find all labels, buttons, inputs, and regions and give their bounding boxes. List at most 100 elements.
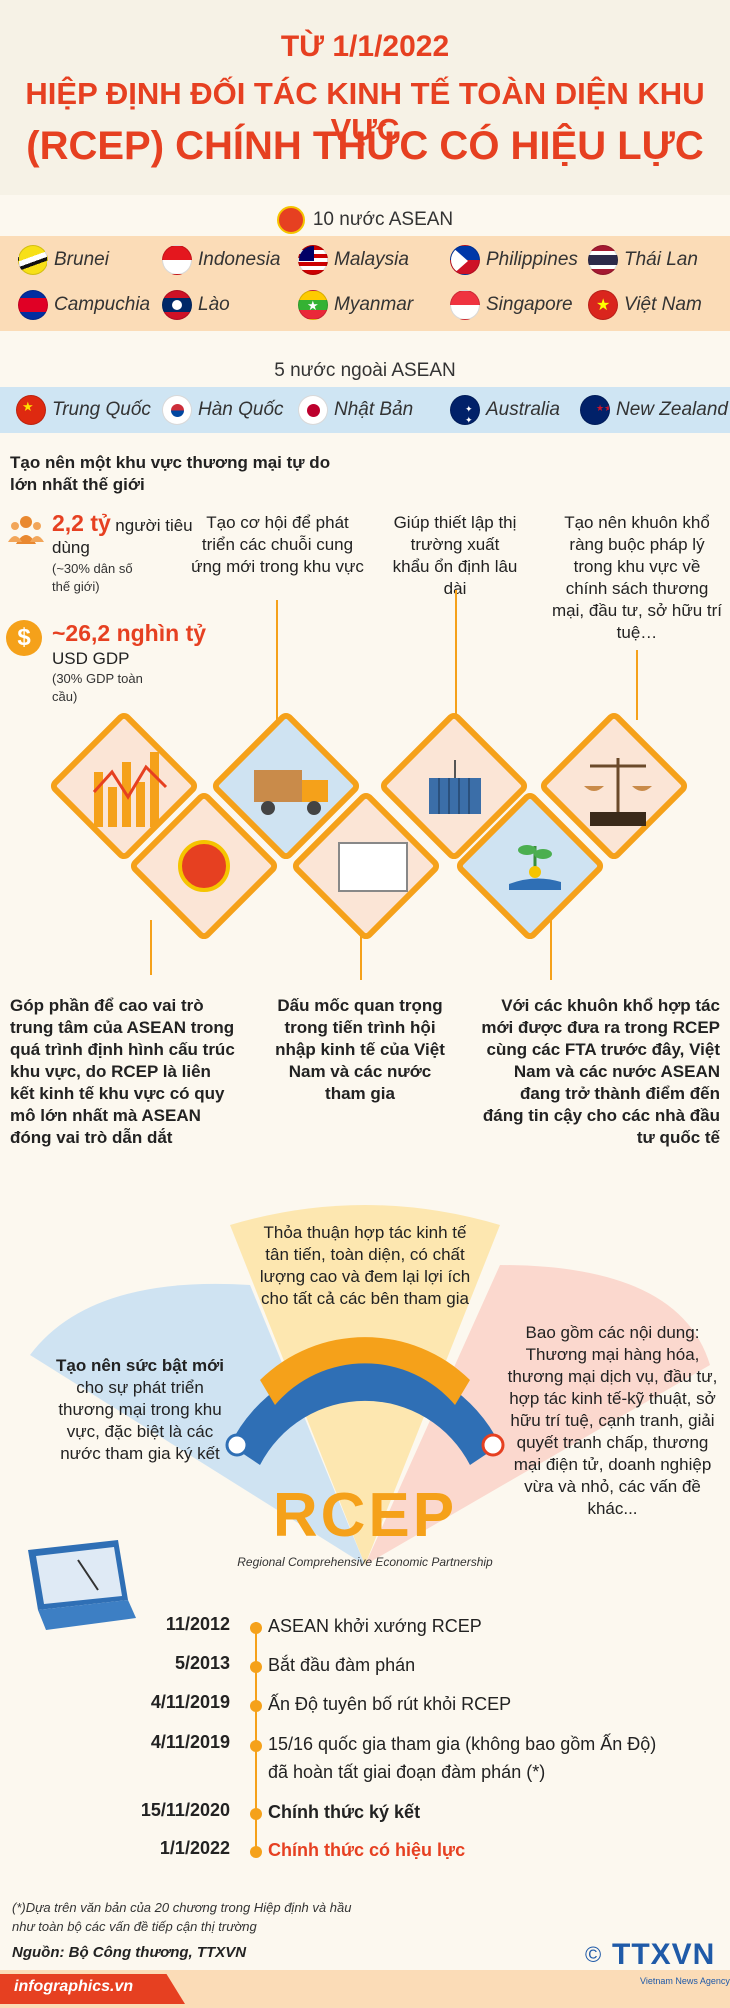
connector-line: [150, 920, 152, 975]
timeline-date: 11/2012: [165, 1614, 230, 1634]
source: Nguồn: Bộ Công thương, TTXVN: [12, 1944, 247, 1961]
fan-left-bold: Tạo nên sức bật mới: [56, 1356, 224, 1375]
bar-chart-icon: [90, 742, 170, 832]
asean-band: Brunei Indonesia Malaysia Philippines Th…: [0, 236, 730, 331]
country-thailand: Thái Lan: [588, 242, 698, 278]
country-cambodia: Campuchia: [18, 287, 150, 323]
country-philippines: Philippines: [450, 242, 578, 278]
timeline-date: 5/2013: [174, 1653, 230, 1673]
timeline-dot: [250, 1700, 262, 1712]
footnote: (*)Dựa trên văn bản của 20 chương trong …: [12, 1900, 352, 1934]
brunei-flag-icon: [18, 245, 48, 275]
fan-right-text: Thương mại hàng hóa, thương mại dịch vụ,…: [507, 1345, 718, 1518]
rcep-fan-graphic: [0, 1205, 730, 1575]
timeline-date: 4/11/2019: [150, 1692, 230, 1712]
dollar-coin-icon: $: [6, 620, 42, 656]
people-unit: người tiêu dùng: [52, 516, 193, 557]
laos-flag-icon: [162, 290, 192, 320]
australia-flag-icon: ✦ ✦: [450, 395, 480, 425]
footer-brand-sub: Vietnam News Agency: [640, 1976, 730, 1986]
asean-heading: 10 nước ASEAN: [0, 206, 730, 234]
benefit-supply-chain: Tạo cơ hội để phát triển các chuỗi cung …: [191, 513, 364, 576]
container-icon: [425, 760, 485, 820]
country-malaysia: Malaysia: [298, 242, 409, 278]
footer-site-tag: [0, 1974, 185, 2004]
title-line3: (RCEP) CHÍNH THỨC CÓ HIỆU LỰC: [26, 124, 704, 168]
benefit-asean-centrality: Góp phần để cao vai trò trung tâm của AS…: [10, 996, 235, 1147]
timeline-date: 4/11/2019: [150, 1732, 230, 1752]
timeline-text: Ấn Độ tuyên bố rút khỏi RCEP: [268, 1694, 512, 1714]
benefit-legal-framework: Tạo nên khuôn khổ ràng buộc pháp lý tron…: [552, 513, 722, 642]
timeline-dot: [250, 1622, 262, 1634]
country-japan: Nhật Bản: [298, 392, 413, 428]
philippines-flag-icon: [450, 245, 480, 275]
footer-site: infographics.vn: [14, 1978, 134, 1995]
timeline-dot: [250, 1661, 262, 1673]
gdp-note: (30% GDP toàn cầu): [52, 671, 143, 704]
country-korea: Hàn Quốc: [162, 392, 284, 428]
country-indonesia: Indonesia: [162, 242, 280, 278]
asean-emblem-icon: [276, 206, 305, 234]
timeline-dot: [250, 1846, 262, 1858]
country-china: ★ Trung Quốc: [16, 392, 151, 428]
country-singapore: Singapore: [450, 287, 573, 323]
timeline-text: Chính thức ký kết: [268, 1802, 421, 1822]
myanmar-flag-icon: ★: [298, 290, 328, 320]
benefit-vietnam-milestone: Dấu mốc quan trọng trong tiến trình hội …: [275, 996, 445, 1103]
country-laos: Lào: [162, 287, 230, 323]
timeline-text-continued: đã hoàn tất giai đoạn đàm phán (*): [268, 1762, 546, 1782]
connector-line: [276, 600, 278, 720]
japan-flag-icon: [298, 395, 328, 425]
timeline-dot: [250, 1808, 262, 1820]
timeline-dot: [250, 1740, 262, 1752]
asean-logo-icon: [178, 840, 230, 892]
non-asean-heading: 5 nước ngoài ASEAN: [274, 360, 456, 381]
indonesia-flag-icon: [162, 245, 192, 275]
people-note: (~30% dân số thế giới): [52, 561, 133, 594]
justice-scale-icon: [580, 752, 656, 832]
people-icon: [8, 512, 44, 548]
laptop-icon: [18, 1540, 138, 1635]
documents-icon: [338, 842, 408, 892]
timeline-line: [255, 1622, 257, 1854]
fan-right-head: Bao gồm các nội dung:: [525, 1323, 700, 1342]
fan-center-text: Thỏa thuận hợp tác kinh tế tân tiến, toà…: [259, 1223, 471, 1308]
korea-flag-icon: [162, 395, 192, 425]
cambodia-flag-icon: [18, 290, 48, 320]
timeline-text-final: Chính thức có hiệu lực: [268, 1840, 466, 1860]
china-flag-icon: ★: [16, 395, 46, 425]
plant-hand-icon: [505, 838, 565, 893]
rcep-fullname: Regional Comprehensive Economic Partners…: [237, 1555, 493, 1569]
rcep-logo: RCEP: [272, 1481, 458, 1550]
connector-line: [455, 590, 457, 715]
benefit-export-market: Giúp thiết lập thị trường xuất khẩu ổn đ…: [392, 513, 518, 598]
stats-intro: Tạo nên một khu vực thương mại tự do lớn…: [10, 453, 331, 494]
title-line2: HIỆP ĐỊNH ĐỐI TÁC KINH TẾ TOÀN DIỆN KHU …: [25, 76, 705, 147]
connector-line: [636, 650, 638, 720]
timeline-date: 1/1/2022: [159, 1838, 230, 1858]
malaysia-flag-icon: [298, 245, 328, 275]
country-myanmar: ★ Myanmar: [298, 287, 413, 323]
connector-line: [360, 930, 362, 980]
benefit-investment-destination: Với các khuôn khổ hợp tác mới được đưa r…: [481, 996, 720, 1147]
footer-brand: TTXVN: [612, 1938, 716, 1971]
singapore-flag-icon: [450, 290, 480, 320]
timeline-text: Bắt đầu đàm phán: [268, 1655, 416, 1675]
connector-line: [550, 910, 552, 980]
gdp-value: ~26,2 nghìn tỷ: [52, 620, 207, 646]
timeline-date: 15/11/2020: [140, 1800, 230, 1820]
copyright-icon: ©: [585, 1942, 602, 1967]
header: [0, 0, 730, 195]
gdp-unit: USD GDP: [52, 649, 130, 668]
country-australia: ✦ ✦ Australia: [450, 392, 560, 428]
timeline-text: 15/16 quốc gia tham gia (không bao gồm Ấ…: [268, 1734, 657, 1754]
thailand-flag-icon: [588, 245, 618, 275]
truck-icon: [248, 760, 338, 820]
fan-left-text: cho sự phát triển thương mại trong khu v…: [58, 1378, 222, 1463]
country-brunei: Brunei: [18, 242, 109, 278]
timeline-text: ASEAN khởi xướng RCEP: [268, 1616, 482, 1636]
people-value: 2,2 tỷ: [52, 510, 111, 536]
vietnam-flag-icon: ★: [588, 290, 618, 320]
country-vietnam: ★ Việt Nam: [588, 287, 702, 323]
non-asean-band: ★ Trung Quốc Hàn Quốc Nhật Bản ✦ ✦ Austr…: [0, 387, 730, 433]
